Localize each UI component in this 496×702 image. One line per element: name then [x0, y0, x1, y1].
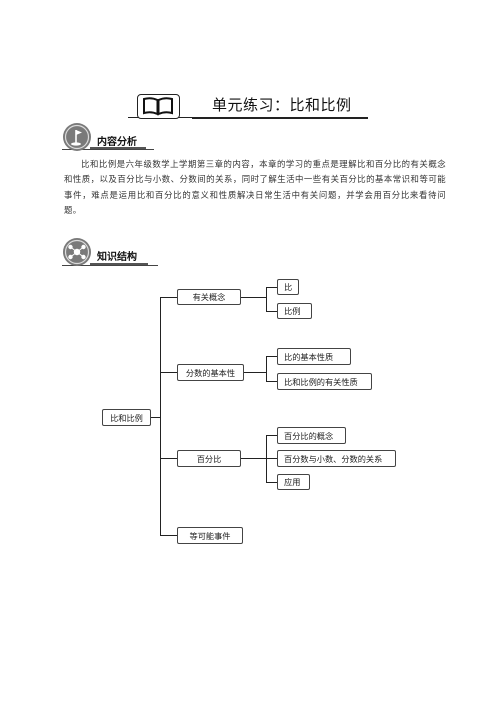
mindmap-leaf: 比例 [277, 303, 312, 319]
mindmap-root: 比和比例 [102, 409, 151, 426]
section-rule [62, 265, 158, 266]
compass-flag-icon [63, 123, 91, 151]
connector [160, 372, 177, 374]
mindmap-branch: 百分比 [177, 450, 241, 467]
connector [244, 372, 267, 374]
connector [160, 458, 177, 460]
mindmap-leaf: 比的基本性质 [277, 348, 351, 365]
section-underline [90, 263, 148, 265]
connector [266, 287, 277, 289]
network-gear-icon [63, 238, 91, 266]
connector [151, 417, 161, 419]
open-book-icon [143, 97, 173, 116]
connector [266, 311, 277, 313]
connector [160, 535, 177, 537]
connector [160, 297, 177, 299]
connector [266, 435, 277, 437]
intro-paragraph: 比和比例是六年级数学上学期第三章的内容，本章的学习的重点是理解比和百分比的有关概… [64, 157, 446, 219]
section-title-structure: 知识结构 [97, 252, 137, 263]
mindmap-leaf: 比和比例的有关性质 [277, 373, 372, 390]
mindmap-branch: 等可能事件 [177, 527, 243, 544]
section-underline [90, 147, 146, 149]
connector [266, 356, 268, 381]
mindmap-branch: 有关概念 [177, 289, 241, 305]
mindmap-branch: 分数的基本性 [177, 364, 244, 381]
banner-icon-frame [137, 94, 180, 119]
section-rule [62, 149, 154, 150]
mindmap-leaf: 百分数与小数、分数的关系 [277, 450, 396, 467]
connector [266, 482, 277, 484]
section-title-content: 内容分析 [97, 137, 137, 148]
connector [241, 458, 267, 460]
page-title: 单元练习：比和比例 [212, 96, 352, 114]
banner-rule [192, 117, 368, 119]
connector [266, 287, 268, 311]
mindmap-leaf: 百分比的概念 [277, 427, 346, 444]
connector [241, 297, 267, 299]
connector [266, 381, 277, 383]
intro-paragraph-text: 比和比例是六年级数学上学期第三章的内容，本章的学习的重点是理解比和百分比的有关概… [64, 159, 446, 216]
connector [266, 458, 277, 460]
connector [160, 297, 162, 535]
mindmap-leaf: 应用 [277, 474, 310, 490]
connector [266, 356, 277, 358]
mindmap-leaf: 比 [277, 279, 299, 295]
